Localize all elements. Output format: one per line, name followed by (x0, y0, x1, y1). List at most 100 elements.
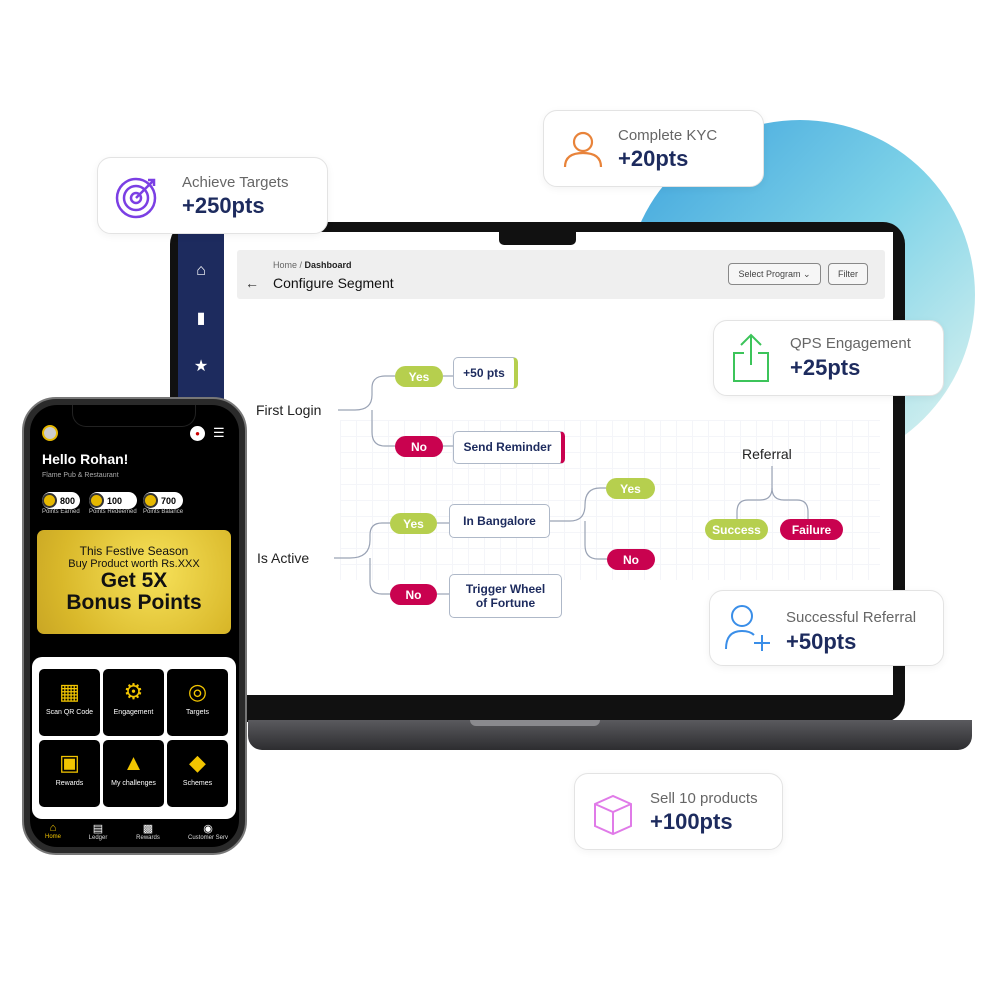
star-icon[interactable]: ★ (193, 358, 209, 375)
filter-button[interactable]: Filter (828, 263, 868, 285)
pill-yes[interactable]: Yes (606, 478, 655, 499)
card-points: +25pts (790, 355, 861, 380)
phone-notch (72, 405, 196, 427)
banner-headline: Bonus Points (66, 591, 202, 614)
card-title: Achieve Targets (182, 174, 289, 191)
pill-no[interactable]: No (607, 549, 655, 570)
node-send-reminder[interactable]: Send Reminder (453, 431, 565, 464)
headset-icon: ◉ (203, 823, 213, 835)
node-first-login[interactable]: First Login (256, 402, 322, 418)
banner-line: This Festive Season (79, 544, 189, 558)
pill-no[interactable]: No (390, 584, 437, 605)
laptop-base (248, 720, 972, 750)
tile-label: Scan QR Code (45, 709, 94, 716)
laptop-groove (470, 720, 600, 726)
nav-rewards[interactable]: ▩Rewards (128, 822, 168, 841)
page-title: Configure Segment (273, 275, 394, 291)
chevron-down-icon: ⌄ (803, 268, 811, 279)
pill-no[interactable]: No (395, 436, 443, 457)
greeting: Hello Rohan! (42, 451, 129, 467)
card-complete-kyc: Complete KYC +20pts (543, 110, 764, 187)
stat-label: Points Earned (42, 509, 80, 515)
card-points: +250pts (182, 193, 265, 218)
user-icon (563, 131, 603, 168)
nav-customer-service[interactable]: ◉Customer Serv (187, 822, 229, 841)
tile-scan-qr[interactable]: ▦ Scan QR Code (39, 669, 100, 736)
node-plus-50-pts[interactable]: +50 pts (453, 357, 518, 389)
tile-label: Engagement (113, 709, 154, 716)
qr-code-icon: ▦ (59, 679, 80, 704)
card-title: Successful Referral (786, 609, 917, 626)
tile-label: Targets (186, 709, 209, 716)
nav-label: Customer Serv (187, 835, 228, 841)
coin-icon (143, 493, 158, 508)
card-sell-products: Sell 10 products +100pts (574, 773, 783, 850)
coin-icon (89, 493, 104, 508)
breadcrumb-home[interactable]: Home (273, 260, 298, 270)
stat-value: 700 (161, 495, 177, 506)
node-is-active[interactable]: Is Active (257, 550, 310, 566)
select-program-dropdown[interactable]: Select Program ⌄ (728, 263, 821, 285)
card-points: +100pts (650, 809, 733, 834)
notification-bell-icon[interactable]: ● (190, 426, 205, 441)
tile-label: Rewards (55, 780, 84, 787)
card-achieve-targets: Achieve Targets +250pts (97, 157, 328, 234)
camera-notch (499, 230, 576, 245)
select-program-label: Select Program (738, 269, 801, 279)
card-title: Sell 10 products (650, 790, 758, 807)
banner-line: Buy Product worth Rs.XXX (68, 558, 200, 570)
breadcrumb: Home / Dashboard (273, 260, 352, 270)
tile-engagement[interactable]: ⚙Engagement (103, 669, 164, 736)
business-name: Flame Pub & Restaurant (42, 472, 119, 479)
avatar[interactable] (42, 425, 58, 441)
user-add-icon (725, 605, 770, 651)
breadcrumb-current: Dashboard (304, 260, 352, 270)
stat-value: 800 (60, 495, 76, 506)
stat-value: 100 (107, 495, 123, 506)
card-points: +20pts (618, 146, 689, 171)
pill-yes[interactable]: Yes (395, 366, 443, 387)
pill-success[interactable]: Success (705, 519, 768, 540)
tile-rewards[interactable]: ▣Rewards (39, 740, 100, 807)
pill-failure[interactable]: Failure (780, 519, 843, 540)
node-referral[interactable]: Referral (742, 446, 792, 462)
target-icon: ◎ (187, 679, 208, 704)
target-icon (115, 177, 157, 219)
breadcrumb-sep: / (297, 260, 305, 270)
home-icon: ⌂ (49, 822, 57, 834)
gift-icon: ▩ (142, 823, 154, 835)
pill-yes[interactable]: Yes (390, 513, 437, 534)
feature-grid: ▦ Scan QR Code ⚙Engagement ◎ Targets ▣Rewa… (32, 657, 236, 819)
climb-icon: ▲ (122, 750, 145, 775)
card-qps-engagement: QPS Engagement +25pts (713, 320, 944, 396)
menu-icon[interactable]: ☰ (213, 425, 225, 440)
back-arrow-icon[interactable]: ← (245, 275, 259, 291)
card-title: QPS Engagement (790, 335, 911, 352)
share-icon (733, 333, 769, 382)
promo-banner[interactable]: This Festive Season Buy Product worth Rs… (37, 530, 231, 634)
tag-icon: ◆ (189, 750, 206, 775)
nav-ledger[interactable]: ▤Ledger (78, 822, 118, 841)
tile-label: Schemes (182, 780, 213, 787)
nav-label: Rewards (136, 835, 160, 841)
tile-label: My challenges (111, 780, 156, 787)
home-icon[interactable]: ⌂ (196, 262, 206, 279)
bar-chart-icon[interactable]: ▮ (196, 310, 206, 327)
nav-home[interactable]: ⌂Home (33, 822, 73, 840)
stat-label: Points Redeemed (89, 509, 137, 515)
tile-targets[interactable]: ◎ Targets (167, 669, 228, 736)
nav-label: Ledger (88, 835, 108, 841)
tile-my-challenges[interactable]: ▲ My challenges (103, 740, 164, 807)
tile-schemes[interactable]: ◆ Schemes (167, 740, 228, 807)
node-in-bangalore[interactable]: In Bangalore (449, 504, 550, 538)
node-trigger-wheel[interactable]: Trigger Wheel of Fortune (449, 574, 562, 618)
coin-icon (42, 493, 57, 508)
card-successful-referral: Successful Referral +50pts (709, 590, 944, 666)
nav-label: Home (44, 834, 61, 840)
stat-label: Points Balance (143, 509, 184, 515)
banner-headline: Get 5X (100, 569, 168, 592)
